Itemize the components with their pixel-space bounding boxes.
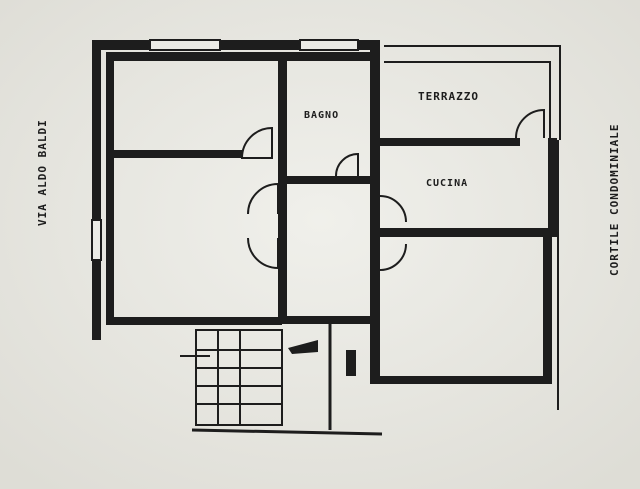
courtyard-label: CORTILE CONDOMINIALE	[608, 124, 621, 276]
interior-walls	[110, 54, 558, 384]
kitchen-label: CUCINA	[426, 178, 468, 189]
exterior-walls	[92, 40, 380, 384]
door-swings	[240, 108, 545, 271]
street-label: VIA ALDO BALDI	[36, 119, 49, 226]
thin-lines	[180, 45, 561, 436]
windows	[91, 39, 359, 261]
bath-label: BAGNO	[304, 110, 339, 121]
terrace-label: TERRAZZO	[418, 90, 479, 103]
